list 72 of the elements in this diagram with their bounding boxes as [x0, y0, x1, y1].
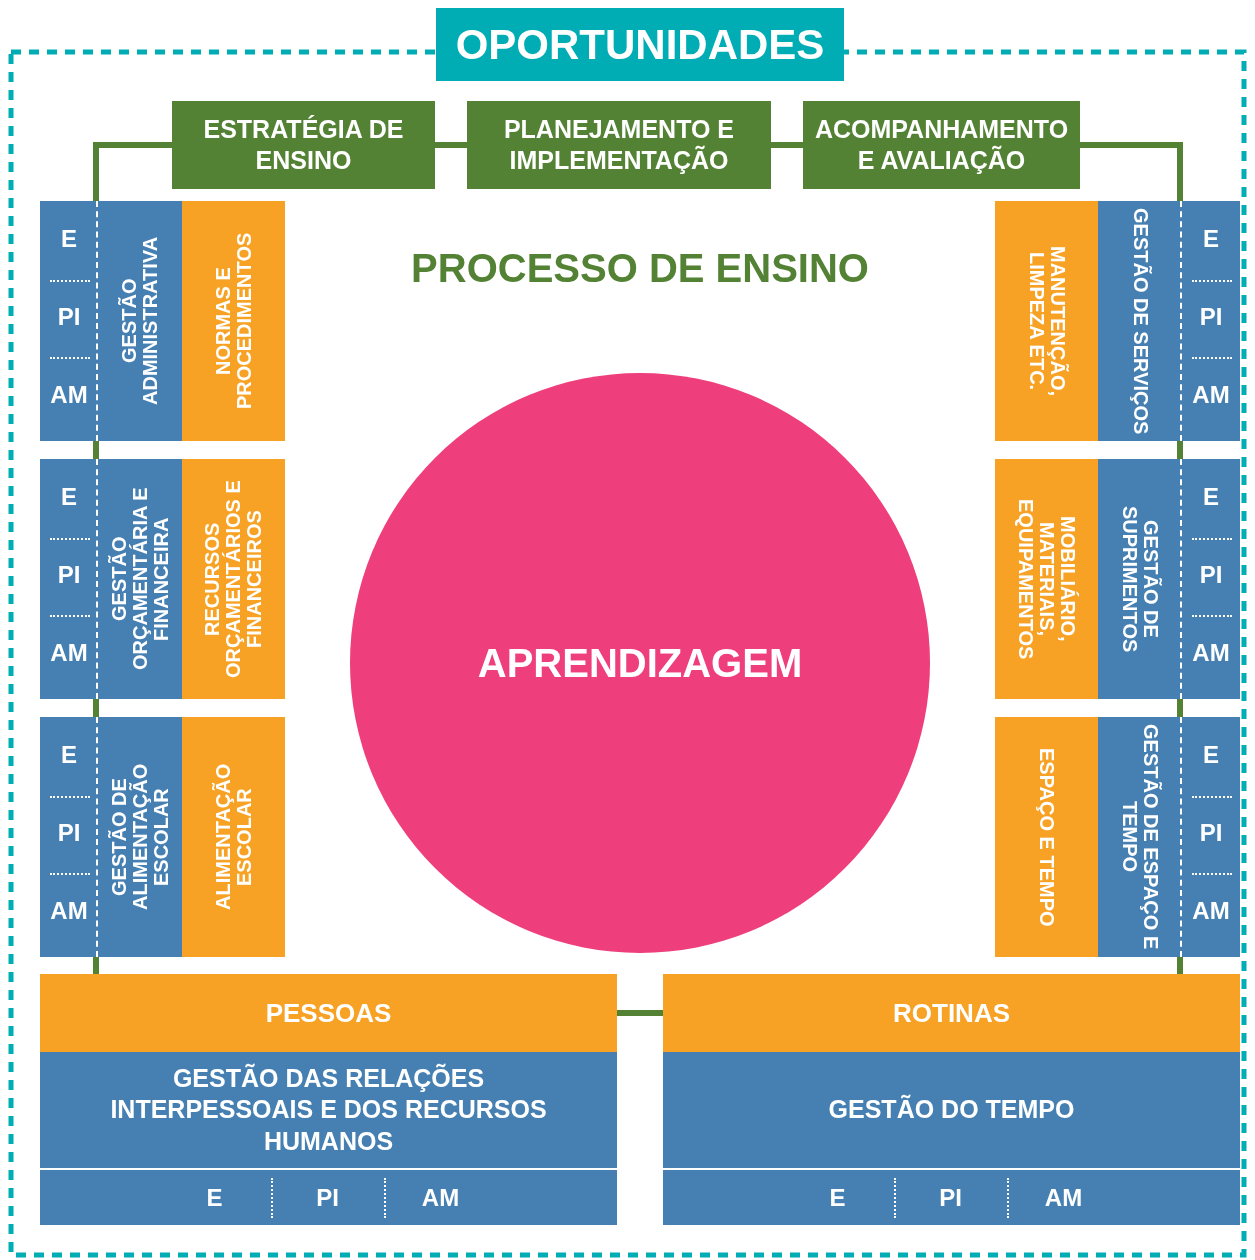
phase-label: AM	[1043, 1183, 1084, 1213]
phase-label: AM	[49, 638, 89, 668]
management-panel	[1098, 717, 1240, 957]
phase-label: PI	[1198, 560, 1224, 590]
resource-panel	[182, 717, 285, 957]
phase-label: PI	[56, 818, 82, 848]
panel-label: NORMAS E PROCEDIMENTOS	[212, 231, 255, 412]
phase-label: E	[60, 482, 78, 512]
connector-line	[435, 142, 467, 148]
phase-label: AM	[1191, 380, 1231, 410]
resource-panel	[995, 717, 1098, 957]
connector-line	[93, 142, 172, 201]
management-panel	[40, 201, 182, 441]
management-panel: GESTÃO DO TEMPO	[663, 1052, 1240, 1168]
resource-panel	[182, 201, 285, 441]
stage-box: ACOMPANHAMENTO E AVALIAÇÃO	[803, 101, 1080, 189]
connector-line	[93, 699, 99, 717]
panel-label: ESPAÇO E TEMPO	[1036, 747, 1057, 927]
phase-label: AM	[49, 896, 89, 926]
panel-label: GESTÃO DE SUPRIMENTOS	[1119, 504, 1161, 655]
resource-panel	[995, 201, 1098, 441]
category-header: ROTINAS	[663, 974, 1240, 1052]
connector-line	[1080, 142, 1183, 201]
phase-label: E	[828, 1183, 847, 1213]
resource-panel	[182, 459, 285, 699]
panel-label: GESTÃO DE ALIMENTAÇÃO ESCOLAR	[108, 762, 172, 913]
category-header: PESSOAS	[40, 974, 617, 1052]
management-panel	[40, 717, 182, 957]
phase-label: PI	[56, 302, 82, 332]
connector-line	[617, 1010, 663, 1016]
management-panel: GESTÃO DAS RELAÇÕES INTERPESSOAIS E DOS RECURSOS HUMANOS	[40, 1052, 617, 1168]
phase-label: AM	[1191, 638, 1231, 668]
connector-line	[93, 957, 99, 974]
phase-label: PI	[1198, 818, 1224, 848]
connector-line	[1177, 957, 1183, 974]
resource-panel	[995, 459, 1098, 699]
stage-box: PLANEJAMENTO E IMPLEMENTAÇÃO	[467, 101, 771, 189]
connector-line	[771, 142, 803, 148]
stage-box: ESTRATÉGIA DE ENSINO	[172, 101, 435, 189]
panel-label: GESTÃO DE ESPAÇO E TEMPO	[1119, 723, 1161, 952]
connector-line	[1177, 441, 1183, 459]
phase-label: AM	[1191, 896, 1231, 926]
phase-label: PI	[315, 1183, 340, 1213]
phase-label: E	[60, 740, 78, 770]
phase-label: E	[1202, 740, 1220, 770]
learning-circle: APRENDIZAGEM	[350, 373, 930, 953]
panel-label: GESTÃO DE SERVIÇOS	[1129, 207, 1151, 435]
panel-label: GESTÃO ORÇAMENTÁRIA E FINANCEIRA	[108, 486, 172, 673]
phase-label: PI	[1198, 302, 1224, 332]
panel-label: MANUTENÇÃO, LIMPEZA ETC.	[1025, 245, 1068, 398]
phase-label: PI	[938, 1183, 963, 1213]
section-heading: PROCESSO DE ENSINO	[410, 244, 870, 292]
panel-label: RECURSOS ORÇAMENTÁRIOS E FINANCEIROS	[202, 479, 265, 680]
phase-label: E	[205, 1183, 224, 1213]
phase-label: AM	[420, 1183, 461, 1213]
panel-label: GESTÃO ADMINISTRATIVA	[119, 235, 161, 408]
phase-label: AM	[49, 380, 89, 410]
panel-label: ALIMENTAÇÃO ESCOLAR	[212, 762, 255, 913]
phase-bar	[40, 1170, 617, 1225]
title-banner: OPORTUNIDADES	[436, 8, 844, 81]
phase-label: E	[60, 224, 78, 254]
connector-line	[1177, 699, 1183, 717]
phase-label: E	[1202, 224, 1220, 254]
panel-label: MOBILIÁRIO, MATERIAIS, EQUIPAMENTOS	[1015, 497, 1078, 662]
management-panel	[1098, 201, 1240, 441]
dashed-frame	[8, 8, 1247, 1258]
phase-bar	[663, 1170, 1240, 1225]
management-panel	[40, 459, 182, 699]
connector-line	[93, 441, 99, 459]
phase-label: E	[1202, 482, 1220, 512]
management-panel	[1098, 459, 1240, 699]
phase-label: PI	[56, 560, 82, 590]
